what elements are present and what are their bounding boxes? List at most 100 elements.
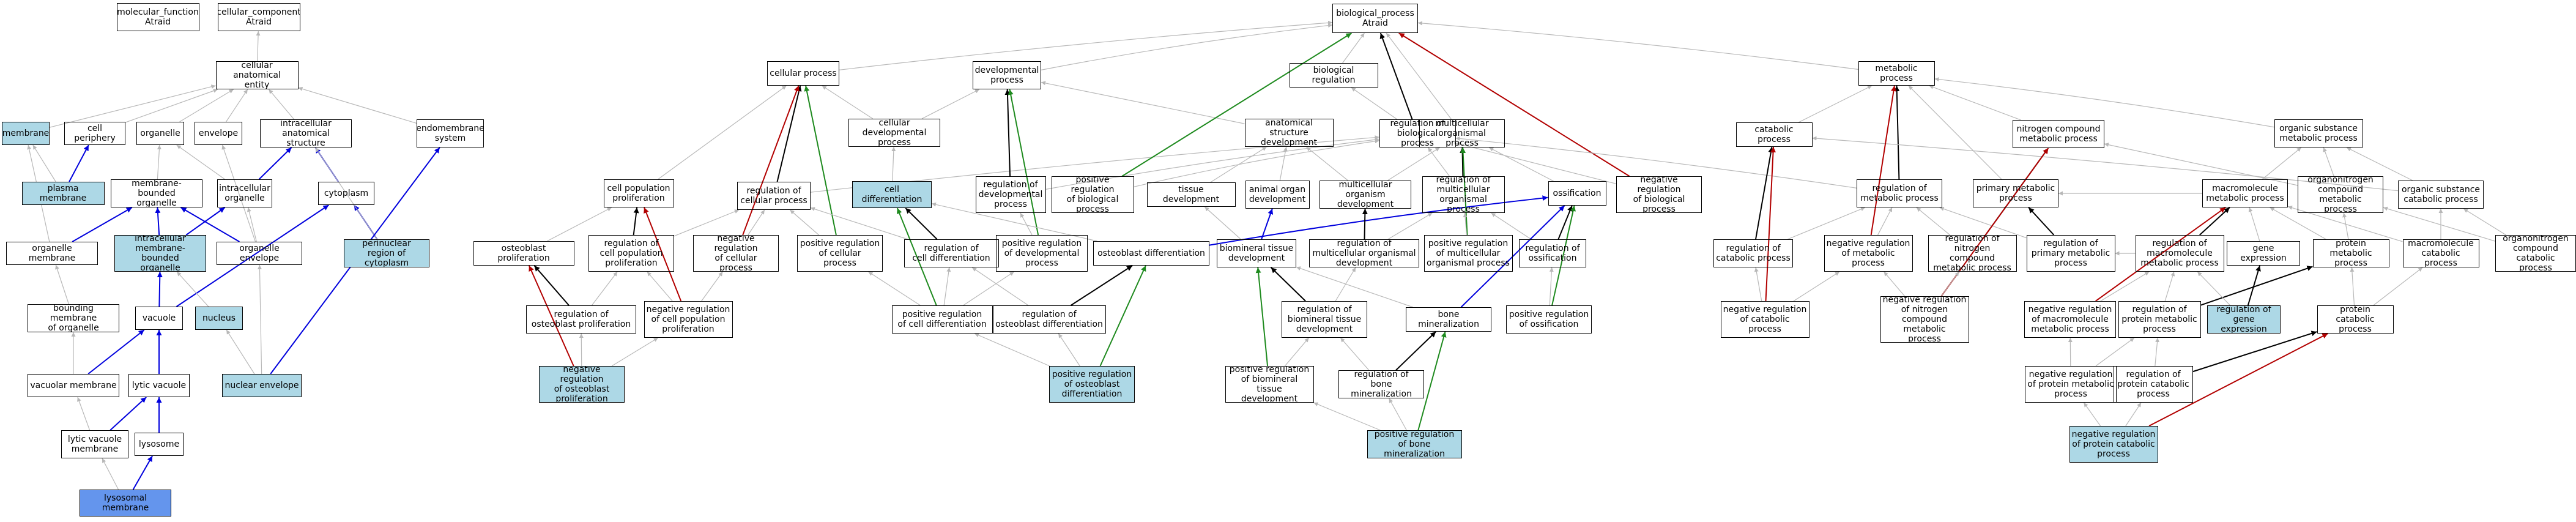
edge-reg-osteoblast-prolif-to-osteoblast-prolif <box>533 265 570 306</box>
edge-org-envelope-to-envelope <box>221 144 256 242</box>
edge-protein-catabolic-process-to-protein-mp <box>2350 267 2355 306</box>
edge-reg-metabolic-process-to-metabolic-process <box>1894 85 1900 180</box>
edge-pos-reg-bone-mineralization-to-reg-bone-mineralization <box>1389 398 1407 431</box>
edge-neg-reg-bio-process-to-bp <box>1398 32 1630 177</box>
go-term-primary-metabolic-process: primary metabolic process <box>1973 179 2058 207</box>
go-term-neg-reg-metabolic-process: negative regulation of metabolic process <box>1824 235 1913 272</box>
go-term-reg-cell-diff: regulation of cell differentiation <box>904 239 999 267</box>
go-term-pos-reg-ossification: positive regulation of ossification <box>1506 305 1592 334</box>
edge-reg-bio-process-to-biological-regulation <box>1351 87 1398 120</box>
edge-cellular-dev-process-to-developmental-process <box>921 89 980 119</box>
go-term-pos-reg-biomineral-tissue-dev: positive regulation of biomineral tissue… <box>1225 366 1314 403</box>
edge-neg-reg-cell-pop-prolif-to-neg-reg-cellular-process <box>701 271 723 302</box>
go-term-reg-metabolic-process: regulation of metabolic process <box>1857 179 1942 207</box>
edge-reg-biomineral-tissue-dev-to-biomineral-tissue-dev <box>1270 267 1306 302</box>
go-term-multicellular-org-dev: multicellular organism development <box>1320 181 1411 209</box>
edge-reg-protein-cp-to-reg-protein-mp <box>2155 337 2159 367</box>
go-term-reg-macromolecule-mp: regulation of macromolecule metabolic pr… <box>2135 235 2224 272</box>
go-term-lysosomal-membrane: lysosomal membrane <box>80 490 171 516</box>
go-term-vacuolar-membrane: vacuolar membrane <box>28 374 119 397</box>
edge-neg-reg-macromolecule-mp-to-reg-macromolecule-mp <box>2100 271 2150 302</box>
edge-protein-mp-to-organonitrogen-cmp <box>2342 212 2349 240</box>
go-term-reg-catabolic-process: regulation of catabolic process <box>1713 239 1793 267</box>
edge-lytic-vac-membrane-to-lytic-vacuole <box>109 397 147 431</box>
go-term-animal-organ-dev: animal organ development <box>1245 181 1310 209</box>
edge-organic-substance-cp-to-catabolic-process <box>1812 136 2399 192</box>
edge-organonitrogen-cmp-to-nitrogen-compound-mp <box>2104 143 2298 186</box>
edge-pos-reg-dev-process-to-developmental-process <box>1008 89 1039 236</box>
edge-perinuclear-to-intracellular-as <box>314 147 378 240</box>
go-term-pos-reg-osteoblast-diff: positive regulation of osteoblast differ… <box>1049 366 1135 403</box>
go-term-reg-bone-mineralization: regulation of bone mineralization <box>1338 370 1424 398</box>
edge-nucleus-to-imbo <box>176 271 209 307</box>
edge-anat-struct-dev-to-developmental-process <box>1041 81 1245 124</box>
edge-envelope-to-cae <box>226 89 248 122</box>
edge-reg-protein-cp-to-protein-catabolic-process <box>2192 330 2317 373</box>
go-term-reg-ossification: regulation of ossification <box>1519 239 1586 267</box>
go-term-gene-expression: gene expression <box>2227 241 2300 266</box>
edge-pos-reg-cell-diff-to-reg-cell-diff <box>943 267 951 306</box>
edge-cellular-dev-process-to-cellular-process <box>822 85 873 119</box>
go-term-organic-substance-mp: organic substance metabolic process <box>2274 119 2363 147</box>
go-term-neg-reg-catabolic-process: negative regulation of catabolic process <box>1720 301 1810 338</box>
edge-protein-mp-to-macromolecule-mp <box>2270 207 2326 240</box>
go-term-neg-reg-macromolecule-mp: negative regulation of macromolecule met… <box>2024 301 2116 338</box>
edge-reg-gene-expression-to-gene-expression <box>2247 265 2261 306</box>
go-term-pos-reg-dev-process: positive regulation of developmental pro… <box>996 235 1088 272</box>
edge-cell-differentiation-to-cellular-dev-process <box>891 146 896 182</box>
go-term-neg-reg-cell-pop-prolif: negative regulation of cell population p… <box>644 301 733 338</box>
edge-pos-reg-ossification-to-ossification <box>1551 205 1576 306</box>
go-term-lytic-vac-membrane: lytic vacuole membrane <box>61 430 128 458</box>
go-term-bounding-membrane: bounding membrane of organelle <box>28 304 119 332</box>
go-term-org-membrane: organelle membrane <box>6 242 98 265</box>
go-term-anat-struct-dev: anatomical structure development <box>1244 119 1334 147</box>
edge-catabolic-process-to-metabolic-process <box>1798 85 1873 123</box>
edge-neg-reg-catabolic-process-to-reg-catabolic-process <box>1754 267 1762 302</box>
go-term-reg-cell-pop-prolif: regulation of cell population proliferat… <box>588 235 674 272</box>
go-term-ossification: ossification <box>1548 181 1606 206</box>
go-term-organonitrogen-cmp: organonitrogen compound metabolic proces… <box>2298 176 2383 213</box>
edge-reg-osteoblast-prolif-to-reg-cell-pop-prolif <box>591 271 618 306</box>
edge-pos-reg-bone-mineralization-to-bone-mineralization <box>1417 331 1447 431</box>
edge-endomembrane-to-cae <box>298 86 417 124</box>
go-term-neg-reg-protein-mp: negative regulation of protein metabolic… <box>2025 366 2117 403</box>
go-term-organic-substance-cp: organic substance catabolic process <box>2398 181 2484 209</box>
edge-neg-reg-protein-cp-to-protein-catabolic-process <box>2148 333 2328 427</box>
edge-organonitrogen-ccp-to-organonitrogen-cmp <box>2383 206 2496 242</box>
go-term-cytoplasm: cytoplasm <box>318 182 374 205</box>
edge-pos-reg-cellular-process-to-cellular-process <box>804 85 837 236</box>
edge-lytic-vac-membrane-to-vacuolar-membrane <box>77 397 91 431</box>
edge-reg-primary-mp-to-primary-metabolic-process <box>2028 207 2055 236</box>
edge-macromolecule-mp-to-organic-substance-mp <box>2262 147 2302 180</box>
go-term-membrane: membrane <box>2 122 50 145</box>
go-term-metabolic-process: metabolic process <box>1858 61 1935 86</box>
go-term-intracellular-as: intracellular anatomical structure <box>260 119 352 147</box>
edge-nuclear-envelope-to-org-envelope <box>257 264 262 375</box>
go-term-reg-biomineral-tissue-dev: regulation of biomineral tissue developm… <box>1282 301 1367 338</box>
edge-bounding-membrane-to-org-membrane <box>55 264 69 305</box>
go-term-reg-primary-mp: regulation of primary metabolic process <box>2026 235 2115 272</box>
go-term-mbo: membrane-bounded organelle <box>111 179 202 207</box>
edge-reg-cell-diff-to-cell-differentiation <box>905 207 938 240</box>
edge-reg-ossification-to-reg-multicellular-org-process <box>1491 212 1532 240</box>
edge-organic-substance-cp-to-organic-substance-mp <box>2346 147 2413 181</box>
go-term-macromolecule-cp: macromolecule catabolic process <box>2402 239 2479 267</box>
go-term-envelope: envelope <box>195 122 242 145</box>
go-term-cellular-dev-process: cellular developmental process <box>848 119 940 147</box>
edge-protein-catabolic-process-to-macromolecule-cp <box>2373 267 2423 306</box>
edge-macromolecule-cp-to-macromolecule-mp <box>2287 206 2403 242</box>
edge-intracellular-org-to-intracellular-as <box>258 147 292 180</box>
go-term-protein-catabolic-process: protein catabolic process <box>2317 305 2394 334</box>
go-term-protein-mp: protein metabolic process <box>2312 239 2389 267</box>
go-term-reg-protein-mp: regulation of protein metabolic process <box>2118 301 2201 338</box>
edge-pos-reg-ossification-to-reg-ossification <box>1549 267 1554 306</box>
edge-reg-dev-process-to-developmental-process <box>1004 89 1011 177</box>
edge-neg-reg-cellular-process-to-cellular-process <box>742 85 800 236</box>
edge-neg-reg-osteoblast-prolif-to-osteoblast-prolif <box>528 265 574 367</box>
edge-pos-reg-cellular-process-to-reg-cellular-process <box>790 209 819 236</box>
go-term-pos-reg-multicellular-org-process: positive regulation of multicellular org… <box>1423 235 1513 272</box>
go-term-bp: biological_process Atraid <box>1332 4 1418 33</box>
edge-mbo-to-organelle <box>157 144 161 180</box>
edge-cell-pop-prolif-to-cellular-process <box>658 85 787 180</box>
edge-gene-expression-to-macromolecule-mp <box>2248 207 2260 242</box>
